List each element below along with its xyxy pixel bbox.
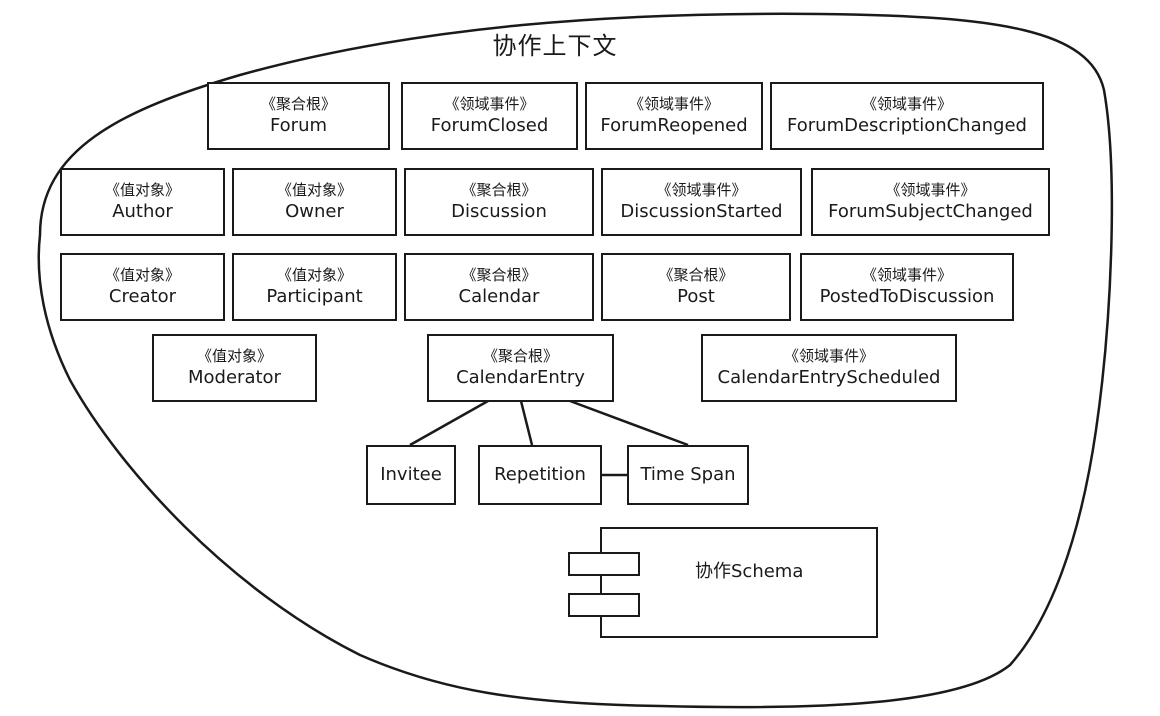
stereotype-label: 《聚合根》	[461, 266, 537, 284]
stereotype-label: 《值对象》	[196, 347, 272, 365]
box-forum-description-changed: 《领域事件》 ForumDescriptionChanged	[770, 82, 1044, 150]
box-forum-subject-changed: 《领域事件》 ForumSubjectChanged	[811, 168, 1050, 236]
stereotype-label: 《聚合根》	[260, 95, 336, 113]
element-name: Participant	[266, 286, 363, 307]
element-name: Author	[112, 201, 173, 222]
box-discussion-started: 《领域事件》 DiscussionStarted	[601, 168, 802, 236]
element-name: ForumReopened	[600, 115, 748, 136]
box-author: 《值对象》 Author	[60, 168, 225, 236]
context-boundary	[37, 12, 1114, 709]
element-name: PostedToDiscussion	[819, 286, 995, 307]
stereotype-label: 《值对象》	[104, 181, 180, 199]
element-name: CalendarEntry	[456, 367, 585, 388]
box-repetition: Repetition	[478, 445, 602, 505]
box-forum-reopened: 《领域事件》 ForumReopened	[585, 82, 763, 150]
stereotype-label: 《聚合根》	[482, 347, 558, 365]
box-calendar: 《聚合根》 Calendar	[404, 253, 594, 321]
element-name: ForumDescriptionChanged	[787, 115, 1027, 136]
stereotype-label: 《值对象》	[104, 266, 180, 284]
element-name: Post	[677, 286, 715, 307]
element-name: DiscussionStarted	[620, 201, 783, 222]
box-discussion: 《聚合根》 Discussion	[404, 168, 594, 236]
element-name: Calendar	[458, 286, 540, 307]
connector-entry-repetition	[519, 400, 534, 446]
stereotype-label: 《聚合根》	[461, 181, 537, 199]
box-invitee: Invitee	[366, 445, 456, 505]
element-name: CalendarEntryScheduled	[717, 367, 941, 388]
stereotype-label: 《领域事件》	[885, 181, 976, 199]
element-name: Forum	[269, 115, 328, 136]
element-name: Owner	[285, 201, 344, 222]
box-creator: 《值对象》 Creator	[60, 253, 225, 321]
connector-entry-timespan	[569, 399, 689, 447]
component-port-top	[568, 552, 640, 576]
box-post: 《聚合根》 Post	[601, 253, 791, 321]
box-forum-closed: 《领域事件》 ForumClosed	[401, 82, 578, 150]
box-owner: 《值对象》 Owner	[232, 168, 397, 236]
box-moderator: 《值对象》 Moderator	[152, 334, 317, 402]
stereotype-label: 《值对象》	[276, 266, 352, 284]
stereotype-label: 《值对象》	[276, 181, 352, 199]
stereotype-label: 《领域事件》	[783, 347, 874, 365]
element-name: Discussion	[451, 201, 547, 222]
connector-entry-invitee	[409, 399, 489, 447]
stereotype-label: 《聚合根》	[658, 266, 734, 284]
box-posted-to-discussion: 《领域事件》 PostedToDiscussion	[800, 253, 1014, 321]
element-name: Creator	[108, 286, 177, 307]
element-name: ForumSubjectChanged	[828, 201, 1033, 222]
stereotype-label: 《领域事件》	[444, 95, 535, 113]
box-calendar-entry: 《聚合根》 CalendarEntry	[427, 334, 614, 402]
element-name: Time Span	[640, 464, 736, 485]
stereotype-label: 《领域事件》	[656, 181, 747, 199]
box-forum: 《聚合根》 Forum	[207, 82, 390, 150]
box-participant: 《值对象》 Participant	[232, 253, 397, 321]
context-title: 协作上下文	[492, 32, 618, 60]
stereotype-label: 《领域事件》	[628, 95, 719, 113]
stereotype-label: 《领域事件》	[861, 95, 952, 113]
schema-component	[600, 527, 878, 638]
element-name: ForumClosed	[430, 115, 549, 136]
element-name: Repetition	[494, 464, 586, 485]
stereotype-label: 《领域事件》	[861, 266, 952, 284]
box-time-span: Time Span	[627, 445, 749, 505]
element-name: Invitee	[380, 464, 442, 485]
component-port-bottom	[568, 593, 640, 617]
schema-component-label: 协作Schema	[695, 561, 804, 582]
element-name: Moderator	[188, 367, 281, 388]
box-calendar-entry-scheduled: 《领域事件》 CalendarEntryScheduled	[701, 334, 957, 402]
